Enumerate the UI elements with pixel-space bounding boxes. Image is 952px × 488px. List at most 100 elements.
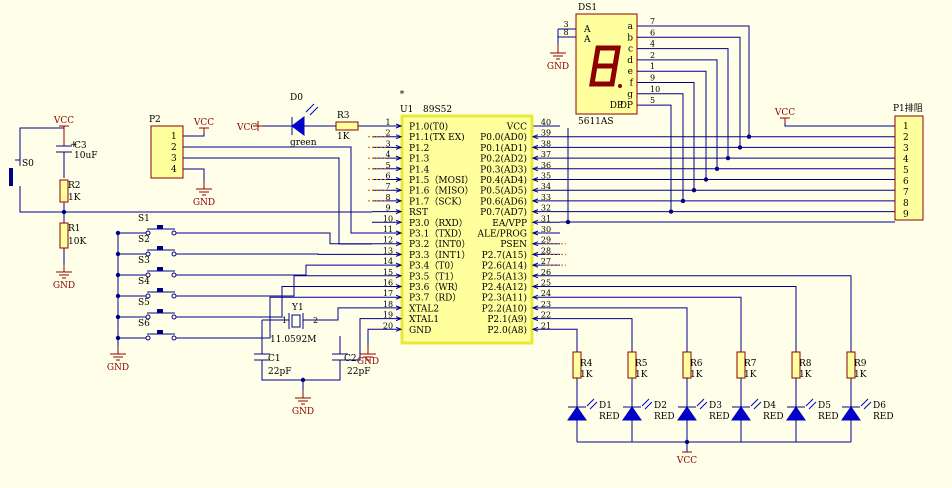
led-ref: D3 bbox=[709, 401, 722, 411]
ic-pin-number: 4 bbox=[385, 150, 390, 159]
ic-pin-number: 7 bbox=[385, 182, 390, 191]
dp-glyph bbox=[618, 84, 622, 88]
pin-arrow bbox=[531, 134, 539, 140]
pin-arrow bbox=[531, 251, 539, 257]
pin-arrow bbox=[531, 305, 539, 311]
led-resistor bbox=[846, 351, 856, 379]
ic-pin-name: P1.6（MISO） bbox=[409, 186, 474, 197]
switch-ref: S6 bbox=[138, 319, 150, 329]
wire bbox=[176, 275, 372, 297]
led-d0-rays bbox=[305, 103, 319, 116]
wire bbox=[176, 232, 372, 245]
junction-dot bbox=[725, 155, 731, 161]
pin-arrow bbox=[395, 198, 403, 204]
led-resistor bbox=[572, 351, 582, 379]
wire bbox=[19, 127, 64, 160]
cap-plus: + bbox=[70, 140, 78, 150]
crystal-y1 bbox=[291, 314, 301, 328]
switch-s0-ref: S0 bbox=[22, 159, 34, 169]
pin-arrow bbox=[531, 273, 539, 279]
led-rays bbox=[860, 398, 872, 410]
seven-seg-segment-label: d bbox=[627, 56, 633, 66]
ic-pin-number: 20 bbox=[383, 321, 393, 330]
wire bbox=[655, 70, 707, 180]
ic-part: 89S52 bbox=[423, 105, 452, 115]
cap-c1-value: 22pF bbox=[268, 367, 291, 377]
seven-seg-segment-label: e bbox=[628, 67, 633, 77]
ic-pin-number: 3 bbox=[385, 139, 390, 148]
seven-seg-ref: DS1 bbox=[578, 3, 597, 13]
switch-contact bbox=[145, 230, 151, 236]
ic-pin-number: 26 bbox=[541, 268, 551, 277]
switch-actuator bbox=[157, 225, 163, 229]
ic-pin-name: P0.4(AD4) bbox=[480, 175, 527, 186]
led-resistor bbox=[627, 351, 637, 379]
ic-pin-number: 6 bbox=[385, 172, 390, 181]
ic-pin-number: 13 bbox=[383, 246, 393, 255]
seven-seg-pin-number: 3 bbox=[563, 20, 568, 29]
switch-ref: S5 bbox=[138, 298, 150, 308]
ic-pin-name: P1.3 bbox=[409, 155, 430, 165]
wire bbox=[560, 286, 797, 352]
seven-seg-pin-number: 1 bbox=[650, 62, 655, 71]
junction-dot bbox=[746, 134, 752, 139]
led-value: RED bbox=[599, 412, 620, 422]
pin-arrow bbox=[531, 177, 539, 182]
pin-arrow bbox=[395, 251, 403, 257]
resistor-network-pin-number: 7 bbox=[903, 188, 909, 198]
ic-pin-name: P3.4（T0） bbox=[409, 261, 459, 272]
crystal-value: 11.0592M bbox=[270, 335, 316, 345]
header-p2-pin-number: 3 bbox=[171, 154, 177, 164]
seven-seg-dp-label: DP bbox=[610, 101, 623, 111]
led-resistor-value: 1K bbox=[799, 370, 812, 380]
ic-pin-number: 38 bbox=[541, 139, 551, 148]
led-resistor-ref: R4 bbox=[580, 359, 593, 369]
pin-arrow bbox=[395, 166, 403, 172]
ic-pin-name: P1.4 bbox=[409, 165, 430, 175]
ic-pin-number: 1 bbox=[385, 118, 390, 127]
led-resistor bbox=[736, 351, 746, 379]
led-resistor-ref: R5 bbox=[635, 359, 648, 369]
led-resistor-ref: R9 bbox=[854, 359, 867, 369]
cap-c3-value: 10uF bbox=[74, 151, 98, 161]
ic-pin-name: P2.1(A9) bbox=[487, 314, 527, 325]
ic-pin-name: VCC bbox=[506, 123, 527, 133]
resistor-network-pin-number: 6 bbox=[903, 177, 909, 187]
switch-actuator bbox=[157, 267, 163, 271]
wire bbox=[655, 104, 672, 212]
led-value: RED bbox=[873, 412, 894, 422]
seven-seg-common-a: A bbox=[583, 35, 591, 45]
pin-arrow bbox=[531, 198, 539, 204]
crystal-ref: Y1 bbox=[291, 303, 304, 313]
ic-pin-name: P1.5（MOSI） bbox=[409, 175, 474, 186]
ic-pin-name: P0.7(AD7) bbox=[480, 207, 527, 218]
pin-arrow bbox=[395, 316, 403, 322]
led-rays bbox=[805, 398, 817, 410]
junction-dot bbox=[703, 177, 709, 182]
ic-pin-name: P2.0(A8) bbox=[487, 325, 527, 336]
wire bbox=[560, 318, 633, 352]
resistor-network-pin-number: 3 bbox=[903, 144, 909, 154]
pin-arrow bbox=[395, 177, 403, 182]
switch-contact bbox=[145, 293, 151, 299]
led-resistor-ref: R8 bbox=[799, 359, 812, 369]
switch-contact bbox=[145, 251, 151, 257]
ic-pin-name: P1.0(T0) bbox=[409, 122, 448, 133]
ic-pin-number: 5 bbox=[385, 161, 390, 170]
pin-arrow bbox=[395, 230, 403, 236]
led-resistor-ref: R6 bbox=[690, 359, 703, 369]
resistor-network-pin-number: 1 bbox=[903, 122, 909, 132]
gnd-label: GND bbox=[292, 407, 314, 417]
ic-pin-number: 15 bbox=[383, 268, 393, 277]
junction-dot bbox=[691, 188, 697, 193]
ic-pin-number: 24 bbox=[541, 289, 551, 298]
header-p2-pin-number: 2 bbox=[171, 143, 177, 153]
led-ref: D6 bbox=[873, 401, 886, 411]
header-p2-pin-number: 4 bbox=[171, 165, 177, 175]
pin-arrow bbox=[531, 166, 539, 172]
ic-pin-number: 33 bbox=[541, 193, 551, 202]
gnd-label: GND bbox=[193, 198, 215, 208]
ic-pin-number: 18 bbox=[383, 300, 393, 309]
ic-pin-number: 37 bbox=[541, 150, 551, 159]
